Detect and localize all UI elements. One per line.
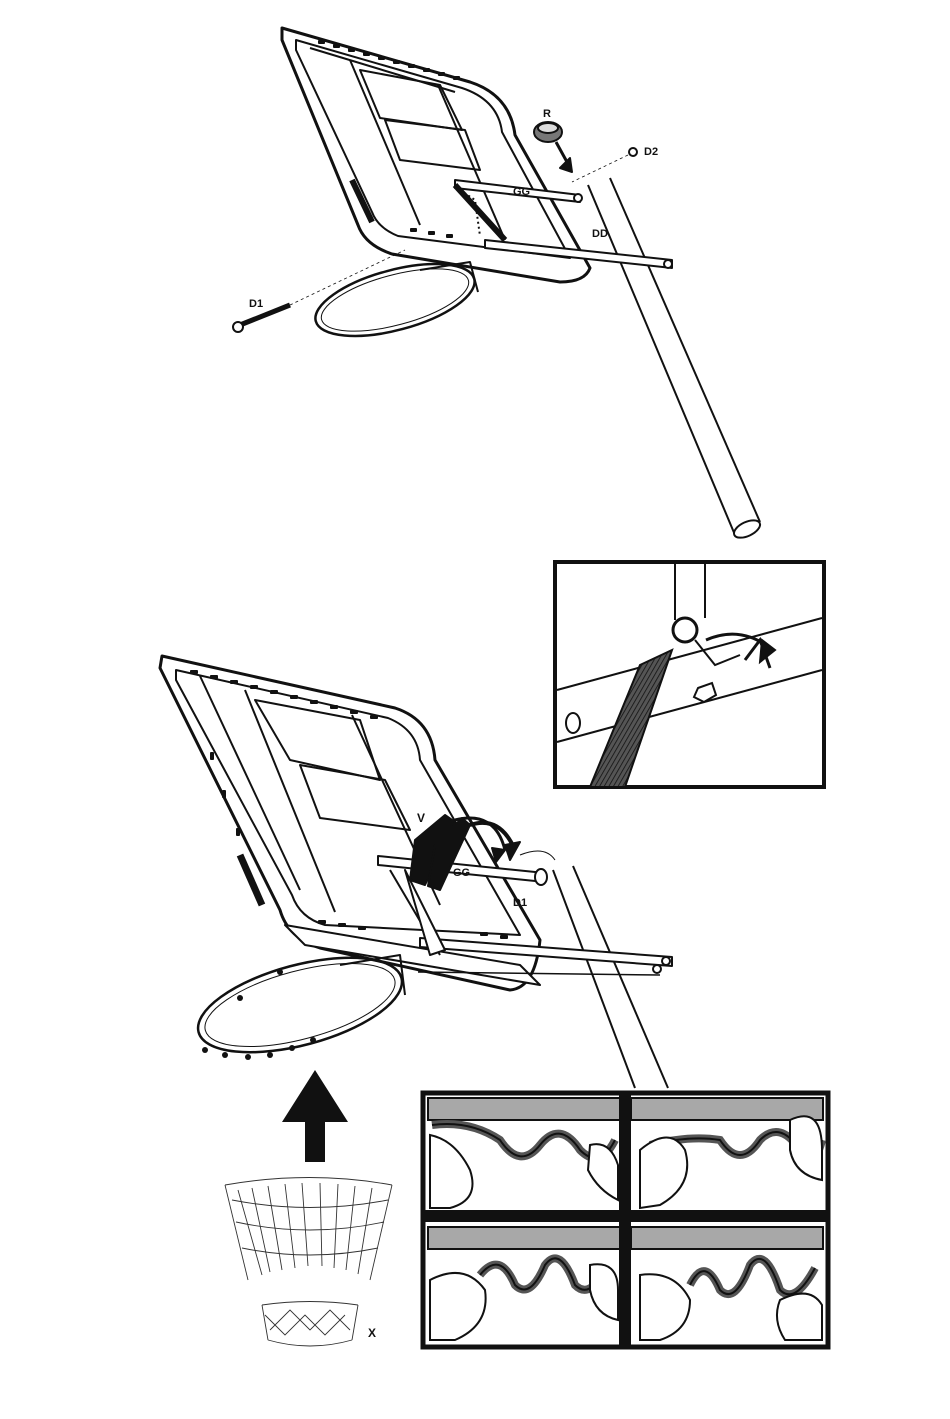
bottom-pole	[553, 866, 668, 1088]
label-d1-top: D1	[249, 298, 263, 310]
top-backboard	[282, 28, 590, 282]
top-knob-r	[534, 122, 572, 172]
label-d2: D2	[644, 146, 658, 158]
label-dd: DD	[592, 228, 608, 240]
label-d1-bottom: D1	[513, 897, 527, 909]
bottom-rim	[188, 939, 412, 1071]
up-arrow-icon	[282, 1070, 348, 1162]
label-gg-top: GG	[513, 186, 530, 198]
net-x	[225, 1178, 392, 1347]
label-x: X	[368, 1326, 376, 1340]
spring-detail-inset	[555, 562, 824, 787]
label-v: V	[417, 811, 425, 825]
top-assembly	[233, 28, 763, 541]
top-pole	[588, 178, 763, 541]
net-attachment-inset	[423, 1093, 828, 1347]
label-gg-bottom: GG	[453, 867, 470, 879]
label-r: R	[543, 108, 551, 120]
top-rim	[308, 250, 482, 350]
top-bolt-d1	[233, 250, 405, 332]
top-nut-d2	[572, 148, 637, 182]
